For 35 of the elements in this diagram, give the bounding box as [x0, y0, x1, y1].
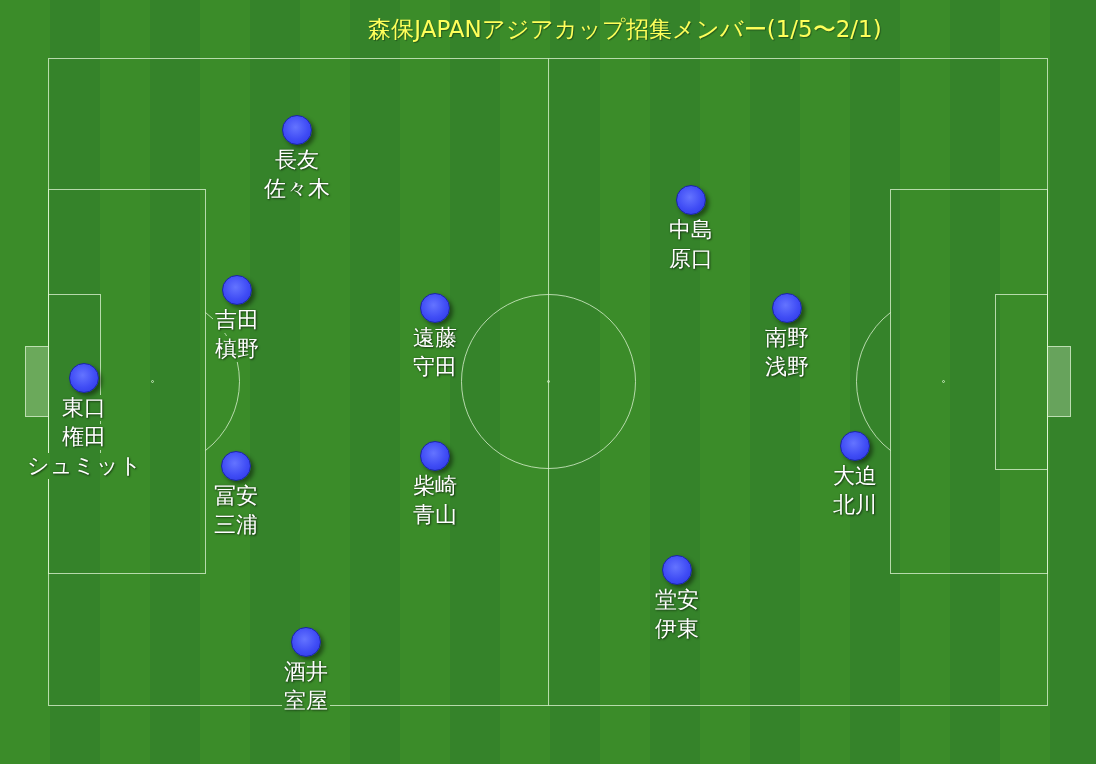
player-name: 伊東	[655, 616, 699, 642]
player-name: 守田	[413, 354, 457, 380]
player-name: 長友	[275, 147, 319, 173]
player-marker	[676, 185, 706, 215]
player-name: 室屋	[284, 688, 328, 714]
player-name: 浅野	[765, 354, 809, 380]
player-name: 冨安	[214, 483, 258, 509]
player-name: 槙野	[215, 336, 259, 362]
player-marker	[772, 293, 802, 323]
diagram-title: 森保JAPANアジアカップ招集メンバー(1/5〜2/1)	[368, 15, 882, 43]
player-name: 北川	[833, 492, 877, 518]
player-name: 三浦	[214, 512, 258, 538]
player-name: 原口	[669, 246, 713, 272]
player-marker	[282, 115, 312, 145]
player-name: 権田	[62, 424, 106, 450]
player-marker	[420, 441, 450, 471]
player-name: 吉田	[215, 307, 259, 333]
player-marker	[840, 431, 870, 461]
player-name: 南野	[765, 325, 809, 351]
player-name: 大迫	[833, 463, 877, 489]
player-name: 酒井	[284, 659, 328, 685]
player-name: 堂安	[655, 587, 699, 613]
player-marker	[291, 627, 321, 657]
player-name: 佐々木	[264, 176, 330, 202]
player-marker	[662, 555, 692, 585]
player-marker	[221, 451, 251, 481]
player-marker	[420, 293, 450, 323]
player-name: 青山	[413, 502, 457, 528]
player-name: 東口	[62, 395, 106, 421]
player-marker	[69, 363, 99, 393]
player-marker	[222, 275, 252, 305]
player-name: 柴崎	[413, 473, 457, 499]
player-name: 中島	[669, 217, 713, 243]
player-name: シュミット	[26, 453, 142, 479]
player-name: 遠藤	[413, 325, 457, 351]
